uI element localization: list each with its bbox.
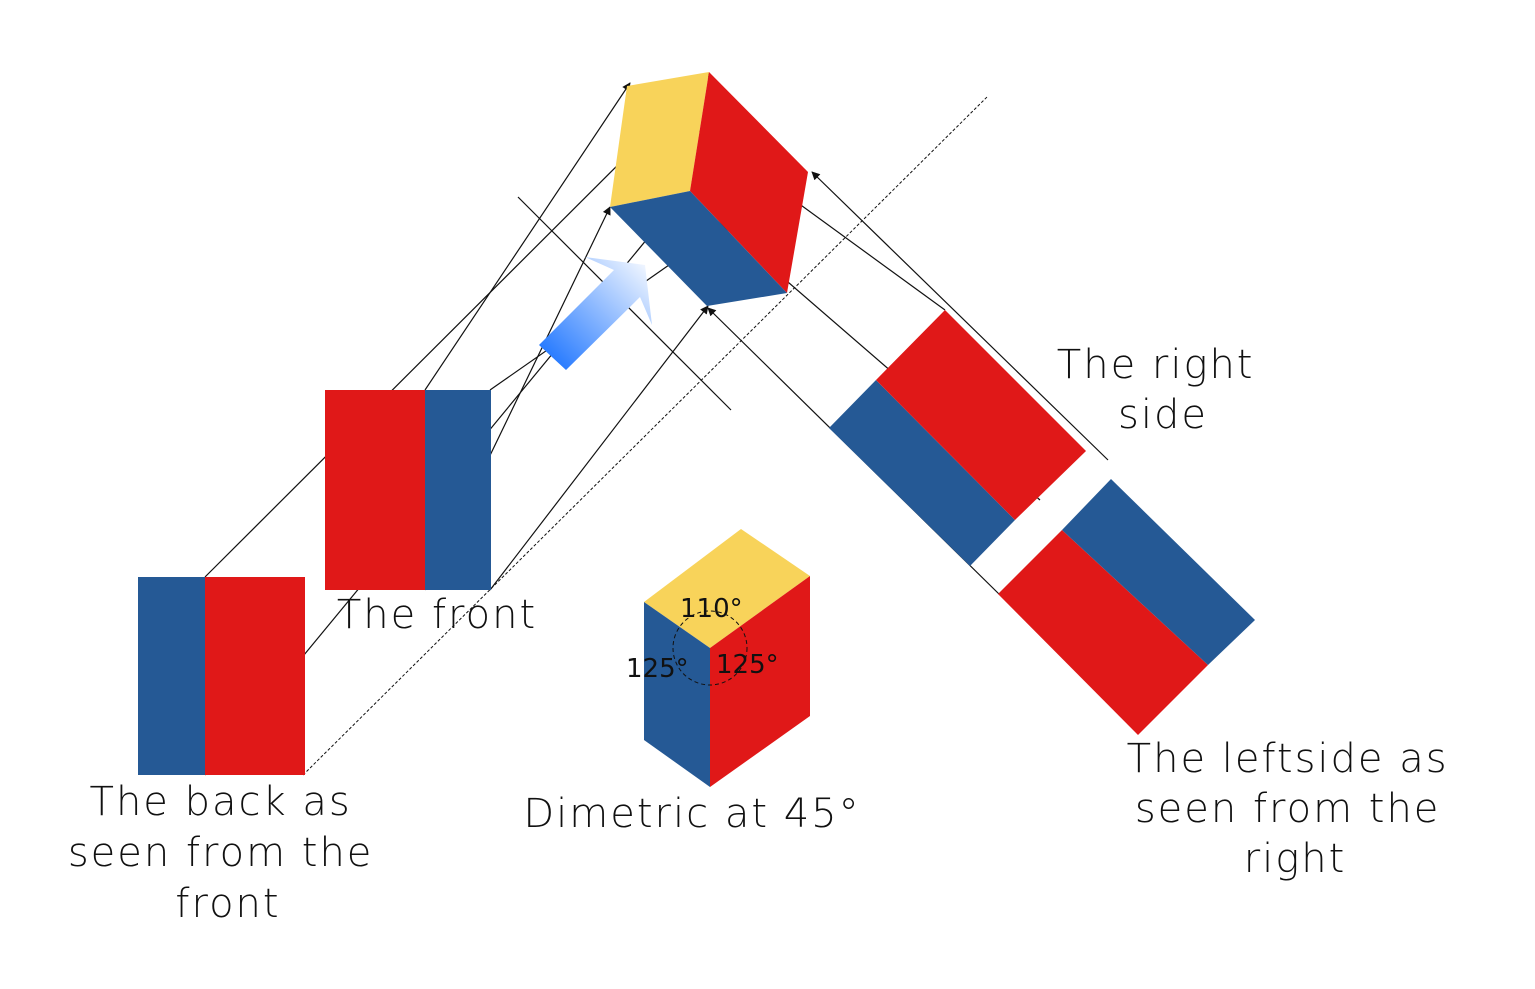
viewing-direction-arrow	[539, 257, 652, 370]
fold-line-dashed	[302, 96, 988, 776]
dimetric-top-face	[644, 529, 810, 648]
angle-circle	[672, 610, 748, 686]
label-right-side: The right side	[1057, 342, 1269, 438]
back-view	[138, 577, 305, 775]
label-front: The front	[337, 592, 537, 638]
back-view-red-face	[205, 577, 305, 775]
label-dimetric: Dimetric at 45°	[523, 791, 860, 837]
right-side-red-face	[876, 310, 1086, 520]
projection-line	[424, 82, 631, 391]
angle-right-label: 125°	[716, 650, 779, 680]
front-view-red-face	[325, 390, 425, 590]
dimetric-left-face	[644, 602, 710, 787]
front-view	[325, 390, 491, 590]
right-side-view	[829, 310, 1086, 566]
dimetric-right-face	[710, 576, 810, 787]
label-left-side: The leftside as seen from the right	[1127, 736, 1464, 882]
top-cube-red-face	[690, 72, 808, 293]
dimetric-cube: 110° 125° 125°	[626, 529, 810, 787]
top-cube	[610, 72, 808, 306]
front-view-blue-face	[425, 390, 491, 590]
top-cube-blue-face	[610, 191, 787, 306]
projection-line	[489, 305, 709, 591]
left-side-blue-face	[1062, 479, 1255, 665]
angle-left-label: 125°	[626, 654, 689, 684]
left-side-red-face	[998, 530, 1208, 735]
angle-top-label: 110°	[680, 594, 743, 624]
back-view-blue-face	[138, 577, 205, 775]
labels: The back as seen from the front The fron…	[68, 342, 1464, 927]
projection-line	[811, 171, 1109, 461]
label-back: The back as seen from the front	[68, 779, 388, 927]
right-side-blue-face	[829, 380, 1015, 566]
top-cube-yellow-face	[610, 72, 709, 207]
left-side-view	[998, 479, 1255, 735]
